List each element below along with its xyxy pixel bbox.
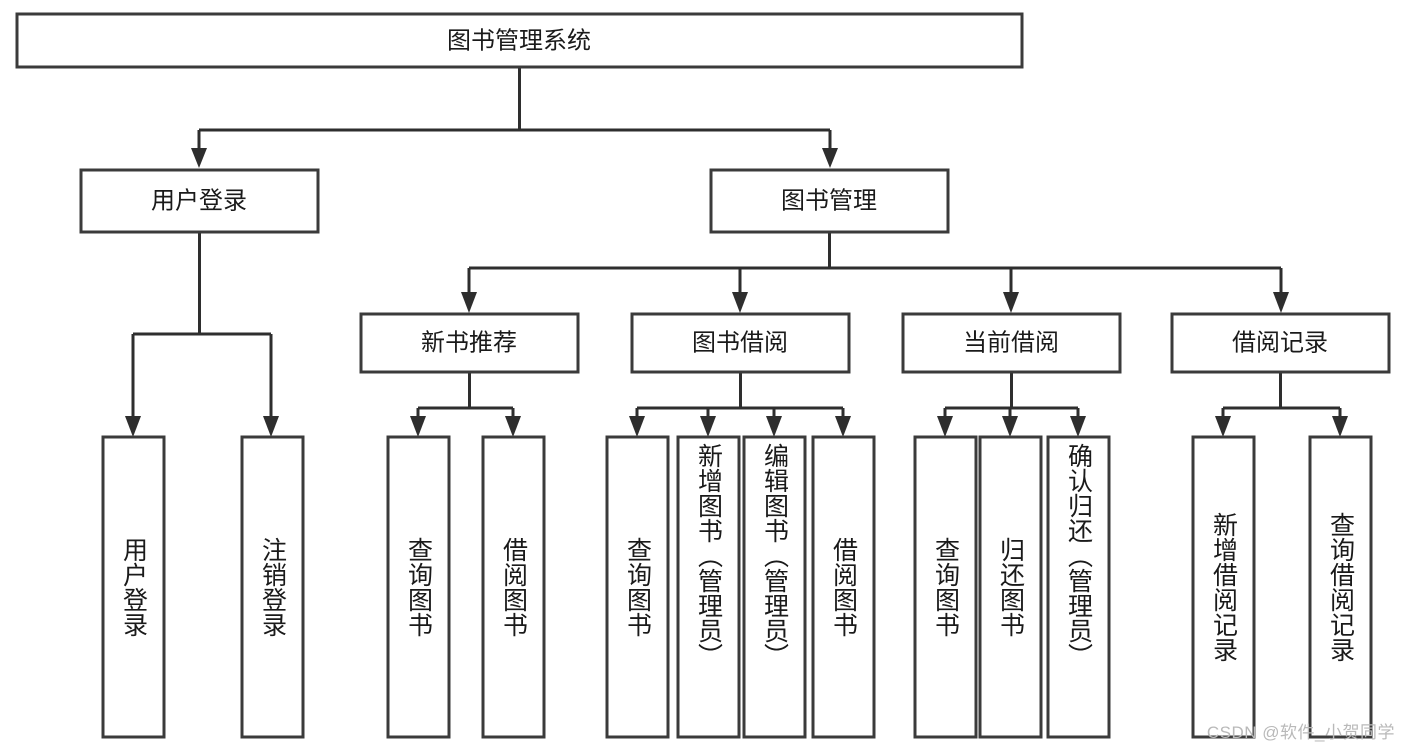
leaf-label-current-confirm: 确认归还（管理员） xyxy=(1064,443,1093,668)
arrow-to-book-manage xyxy=(822,148,838,168)
user-login-label: 用户登录 xyxy=(151,187,247,214)
node-new-book[interactable]: 新书推荐 xyxy=(359,312,580,374)
leaf-label-current-return: 归还图书 xyxy=(996,537,1025,637)
leaf-label-user-login: 用户登录 xyxy=(119,537,148,637)
leaf-label-record-query: 查询借阅记录 xyxy=(1326,512,1355,662)
arrow-record-leaf-1 xyxy=(1215,416,1231,437)
leaf-label-borrow-edit: 编辑图书（管理员） xyxy=(760,443,789,668)
book-borrow-label: 图书借阅 xyxy=(692,329,788,356)
node-user-login[interactable]: 用户登录 xyxy=(79,168,320,234)
csdn-watermark: CSDN @软件_小贺同学 xyxy=(1206,723,1395,742)
node-current-borrow[interactable]: 当前借阅 xyxy=(901,312,1122,374)
leaf-box-current-return[interactable] xyxy=(978,435,1043,739)
leaf-label-user-logout: 注销登录 xyxy=(258,537,287,637)
arrow-user-leaf-1 xyxy=(125,416,141,437)
arrow-to-borrow-record xyxy=(1273,292,1289,313)
leaf-box-borrow-lend[interactable] xyxy=(811,435,876,739)
leaf-box-newbook-borrow[interactable] xyxy=(481,435,546,739)
arrow-to-user-login xyxy=(191,148,207,168)
user-login-box[interactable] xyxy=(79,168,320,234)
new-book-label: 新书推荐 xyxy=(421,329,517,356)
leaf-box-current-query[interactable] xyxy=(913,435,978,739)
leaf-nodes xyxy=(101,435,1373,739)
book-manage-box[interactable] xyxy=(709,168,950,234)
arrow-to-current-borrow xyxy=(1003,292,1019,313)
node-root[interactable]: 图书管理系统 xyxy=(15,12,1024,69)
book-borrow-box[interactable] xyxy=(630,312,851,374)
arrow-borrow-leaf-1 xyxy=(629,416,645,437)
root-box[interactable] xyxy=(15,12,1024,69)
leaf-box-record-query[interactable] xyxy=(1308,435,1373,739)
node-book-borrow[interactable]: 图书借阅 xyxy=(630,312,851,374)
arrow-borrow-leaf-4 xyxy=(835,416,851,437)
node-book-manage[interactable]: 图书管理 xyxy=(709,168,950,234)
root-label: 图书管理系统 xyxy=(447,27,591,54)
leaf-label-newbook-borrow: 借阅图书 xyxy=(499,537,528,637)
arrow-newbook-leaf-1 xyxy=(410,416,426,437)
leaf-label-current-query: 查询图书 xyxy=(931,537,960,637)
leaf-label-borrow-add: 新增图书（管理员） xyxy=(694,443,723,668)
arrow-borrow-leaf-2 xyxy=(700,416,716,437)
leaf-box-current-confirm[interactable] xyxy=(1046,435,1111,739)
new-book-box[interactable] xyxy=(359,312,580,374)
leaf-box-borrow-add[interactable] xyxy=(676,435,741,739)
leaf-box-newbook-query[interactable] xyxy=(386,435,451,739)
connectors xyxy=(125,67,1348,437)
arrow-record-leaf-2 xyxy=(1332,416,1348,437)
arrow-to-book-borrow xyxy=(732,292,748,313)
node-borrow-record[interactable]: 借阅记录 xyxy=(1170,312,1391,374)
arrow-newbook-leaf-2 xyxy=(505,416,521,437)
book-manage-label: 图书管理 xyxy=(781,187,877,214)
arrow-borrow-leaf-3 xyxy=(766,416,782,437)
leaf-label-borrow-query: 查询图书 xyxy=(623,537,652,637)
leaf-box-user-logout[interactable] xyxy=(240,435,305,739)
arrow-current-leaf-3 xyxy=(1070,416,1086,437)
current-borrow-box[interactable] xyxy=(901,312,1122,374)
arrow-user-leaf-2 xyxy=(263,416,279,437)
borrow-record-box[interactable] xyxy=(1170,312,1391,374)
arrow-to-new-book xyxy=(461,292,477,313)
leaf-label-borrow-lend: 借阅图书 xyxy=(829,537,858,637)
arrow-current-leaf-1 xyxy=(937,416,953,437)
borrow-record-label: 借阅记录 xyxy=(1232,329,1328,356)
leaf-box-borrow-query[interactable] xyxy=(605,435,670,739)
current-borrow-label: 当前借阅 xyxy=(963,329,1059,356)
leaf-label-newbook-query: 查询图书 xyxy=(404,537,433,637)
leaf-box-record-add[interactable] xyxy=(1191,435,1256,739)
leaf-box-borrow-edit[interactable] xyxy=(742,435,807,739)
arrow-current-leaf-2 xyxy=(1002,416,1018,437)
leaf-label-record-add: 新增借阅记录 xyxy=(1209,512,1238,662)
leaf-box-user-login[interactable] xyxy=(101,435,166,739)
